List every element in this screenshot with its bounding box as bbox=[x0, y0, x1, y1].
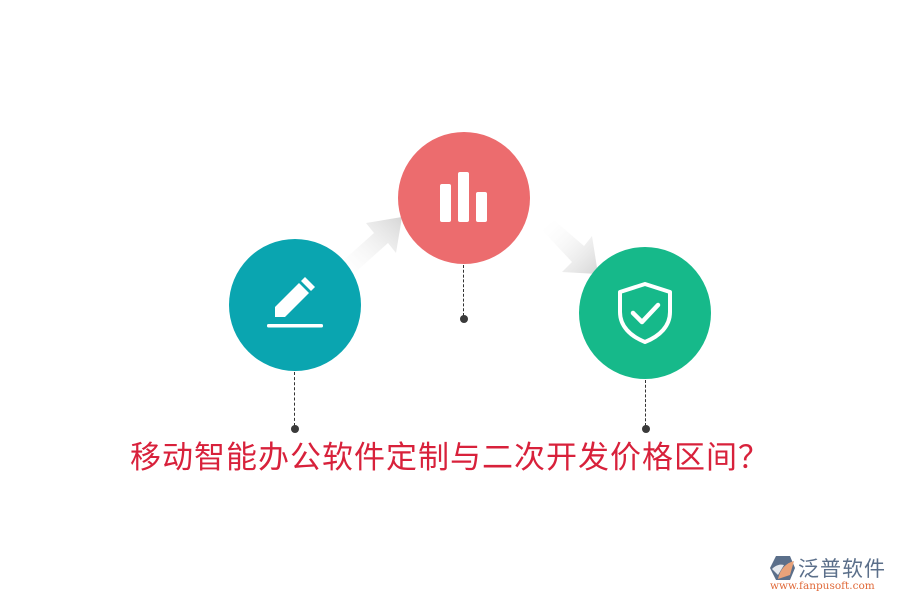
step-2-dot bbox=[460, 315, 468, 323]
step-3-circle bbox=[579, 247, 711, 379]
step-1-dot bbox=[291, 425, 299, 433]
pencil-edit-icon bbox=[267, 277, 323, 328]
shield-check-icon bbox=[618, 282, 672, 344]
fanpu-logo-icon bbox=[770, 556, 795, 580]
brand-logo[interactable]: 泛普软件 www.fanpusoft.com bbox=[768, 553, 898, 597]
bar-chart-icon bbox=[440, 172, 487, 222]
step-1-connector bbox=[294, 372, 295, 426]
step-1-circle bbox=[229, 239, 361, 371]
step-2-connector bbox=[463, 265, 464, 316]
arrow-down-right-icon bbox=[542, 220, 598, 274]
diagram-title: 移动智能办公软件定制与二次开发价格区间？ bbox=[130, 440, 770, 476]
brand-name: 泛普软件 bbox=[798, 557, 886, 581]
brand-url[interactable]: www.fanpusoft.com bbox=[770, 580, 875, 592]
step-3-connector bbox=[645, 380, 646, 426]
arrow-up-right-icon bbox=[336, 217, 402, 275]
step-3-dot bbox=[642, 425, 650, 433]
step-2-circle bbox=[398, 132, 530, 264]
